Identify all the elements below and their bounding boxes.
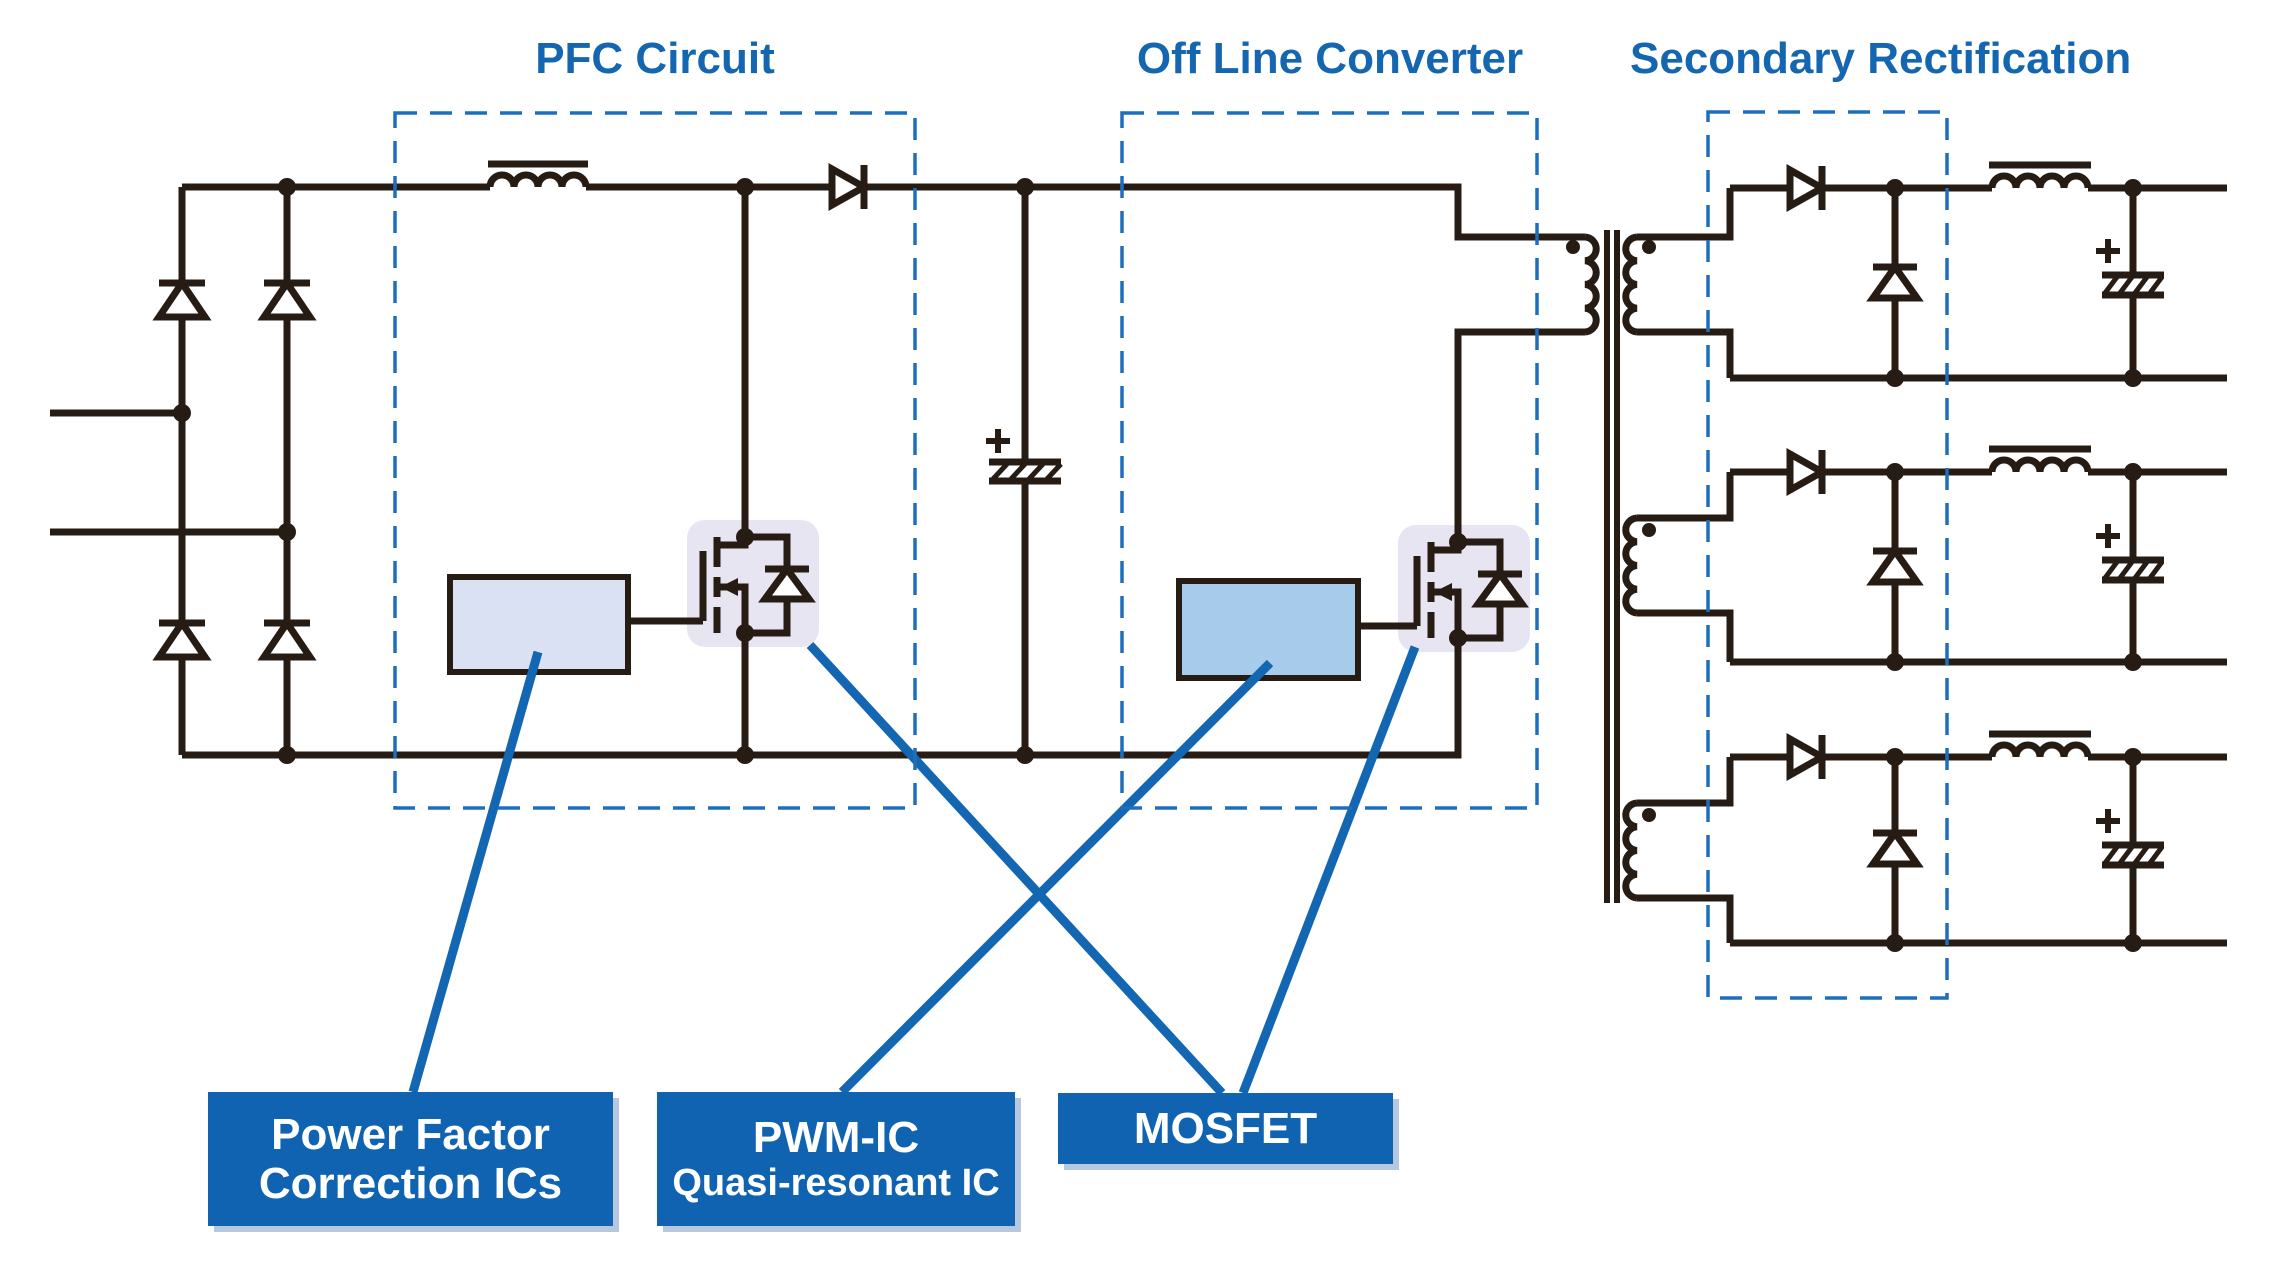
output-capacitor-3 xyxy=(2096,809,2164,869)
leader-pwm-ic xyxy=(838,659,1274,1096)
pfc-inductor-coil xyxy=(486,171,590,188)
rectifier-diode-1 xyxy=(1786,164,1830,212)
freewheel-diode-2 xyxy=(1866,544,1924,586)
junction-dots xyxy=(173,178,2142,952)
bulk-capacitor xyxy=(986,429,1063,485)
freewheel-diode-3 xyxy=(1866,826,1924,868)
transformer-core xyxy=(1604,230,1620,903)
secondary-section-box xyxy=(1706,110,1949,1000)
output-inductor-3 xyxy=(1988,741,2092,758)
callout-box-mosfet: MOSFET xyxy=(1058,1093,1393,1164)
leader-pfc-ic xyxy=(408,650,543,1094)
offline-section-box xyxy=(1120,111,1539,810)
freewheel-diode-1 xyxy=(1866,260,1924,302)
transformer-primary-winding xyxy=(1584,233,1600,336)
rectifier-diode-3 xyxy=(1786,733,1830,781)
leader-mosfet-left xyxy=(806,641,1226,1097)
pfc-ic-box xyxy=(447,574,631,675)
rectifier-diode-2 xyxy=(1786,448,1830,496)
callout-box-pwm-ic: PWM-IC Quasi-resonant IC xyxy=(657,1092,1015,1226)
callout-text: Power Factor xyxy=(271,1109,550,1159)
capacitors xyxy=(986,239,2164,869)
leader-mosfet-right xyxy=(1238,645,1420,1095)
callout-text: MOSFET xyxy=(1133,1103,1318,1153)
callout-text: PWM-IC xyxy=(752,1113,920,1163)
plus-sign xyxy=(2096,809,2120,833)
pwm-mosfet-arrow xyxy=(1434,583,1452,601)
transformer-phase-dots xyxy=(1566,240,1656,822)
transformer-secondary-winding-3 xyxy=(1622,799,1638,902)
callout-text: Correction ICs xyxy=(258,1159,563,1208)
output-inductor-1 xyxy=(1988,172,2092,189)
plus-sign xyxy=(2096,239,2120,263)
transformer-secondary-winding-2 xyxy=(1622,514,1638,617)
bridge-rectifier xyxy=(152,276,317,661)
transformer-secondary-winding-1 xyxy=(1622,233,1638,336)
callout-text: Quasi-resonant IC xyxy=(672,1162,1000,1205)
output-inductor-2 xyxy=(1988,456,2092,473)
callout-box-pfc-ics: Power Factor Correction ICs xyxy=(208,1092,613,1226)
output-capacitor-1 xyxy=(2096,239,2164,299)
section-title-pfc: PFC Circuit xyxy=(535,34,775,83)
section-title-secondary: Secondary Rectification xyxy=(1630,34,2132,83)
pfc-mosfet-body-diode xyxy=(758,563,816,603)
output-capacitor-2 xyxy=(2096,524,2164,584)
pfc-mosfet-arrow xyxy=(720,578,738,596)
boost-diode xyxy=(828,163,872,211)
pwm-mosfet-body-diode xyxy=(1471,568,1529,608)
section-title-offline: Off Line Converter xyxy=(1136,34,1524,83)
pfc-section-box xyxy=(393,111,917,810)
plus-sign xyxy=(986,429,1010,453)
callout-lines xyxy=(408,641,1420,1097)
diodes xyxy=(152,163,1924,868)
plus-sign xyxy=(2096,524,2120,548)
